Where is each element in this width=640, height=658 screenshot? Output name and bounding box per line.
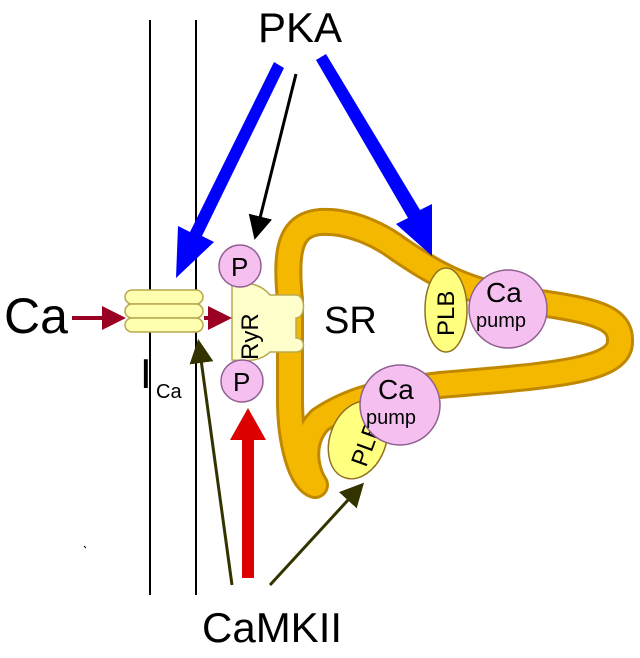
pka-arrow-to-ryr <box>248 73 298 240</box>
pka-arrow-to-plb <box>316 54 432 256</box>
phospho-circle-top <box>218 244 262 288</box>
stray-mark <box>83 545 87 549</box>
camkii-arrow-to-plb <box>268 482 365 587</box>
ica-main-label: I <box>140 350 152 397</box>
ca-external-label: Ca <box>4 288 68 344</box>
ca-pump-upper <box>468 269 548 349</box>
pka-arrow-to-channel <box>176 62 284 278</box>
ca-pump-lower-word-label: pump <box>366 407 416 429</box>
ca-pump-lower-ca-label: Ca <box>378 374 414 405</box>
ca-pump-upper-ca-label: Ca <box>486 277 522 308</box>
ca-pump-lower <box>359 364 441 446</box>
ca-pump-upper-word-label: pump <box>476 310 526 332</box>
ryr-label: RyR <box>237 313 264 360</box>
camkii-arrow-to-ryr <box>230 408 266 578</box>
ca-channel <box>124 289 204 333</box>
camkii-arrow-to-channel <box>189 339 234 586</box>
ica-sub-label: Ca <box>156 381 182 403</box>
plb-upper-label: PLB <box>433 291 460 336</box>
ryr-receptor <box>231 281 305 362</box>
phospho-circle-bottom <box>220 359 264 403</box>
pka-label: PKA <box>258 4 342 51</box>
phospho-label-bottom: P <box>233 367 250 397</box>
sr-label: SR <box>324 300 377 342</box>
plb-upper <box>424 267 468 353</box>
camkii-label: CaMKII <box>202 604 342 651</box>
phospho-label-top: P <box>231 252 248 282</box>
sr-membrane-fill <box>277 210 631 496</box>
